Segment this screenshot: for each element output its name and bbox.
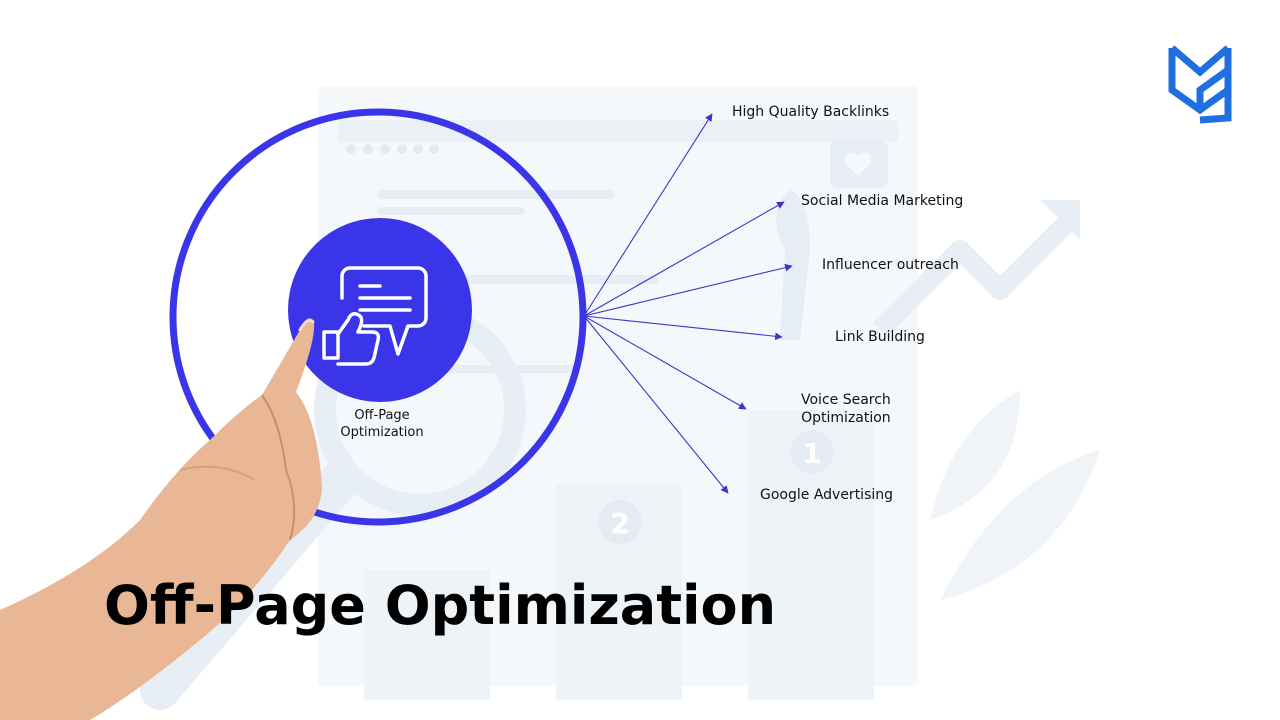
- page-title: Off-Page Optimization: [104, 574, 777, 637]
- background-bar-number: 1: [802, 437, 821, 470]
- arrow-voice-search-optimization: [583, 315, 747, 410]
- arrow-social-media-marketing: [583, 201, 785, 317]
- center-node-label-line1: Off-Page: [354, 408, 410, 423]
- brand-logo-icon: [1168, 45, 1232, 124]
- arrow-influencer-outreach: [583, 263, 793, 317]
- branch-arrows: [583, 113, 793, 494]
- branch-label-social-media-marketing: Social Media Marketing: [801, 193, 964, 209]
- branch-label-high-quality-backlinks: High Quality Backlinks: [732, 104, 890, 120]
- arrow-high-quality-backlinks: [583, 113, 713, 317]
- branch-label-google-advertising: Google Advertising: [760, 487, 894, 503]
- branch-label-voice-search-line2: Optimization: [801, 410, 891, 426]
- arrow-link-building: [583, 315, 783, 341]
- branch-label-voice-search-optimization: Voice Search Optimization: [801, 391, 891, 427]
- branch-label-link-building: Link Building: [835, 329, 925, 345]
- arrow-google-advertising: [583, 315, 729, 494]
- outer-ring: [169, 108, 587, 526]
- center-node-label: Off-Page Optimization: [322, 407, 442, 441]
- branch-label-influencer-outreach: Influencer outreach: [822, 257, 959, 273]
- center-node-label-line2: Optimization: [340, 425, 424, 440]
- pointing-hand-image: [0, 318, 322, 720]
- branch-label-voice-search-line1: Voice Search: [801, 392, 891, 408]
- background-bar-number: 2: [610, 507, 629, 540]
- chat-thumbs-up-icon: [322, 266, 428, 366]
